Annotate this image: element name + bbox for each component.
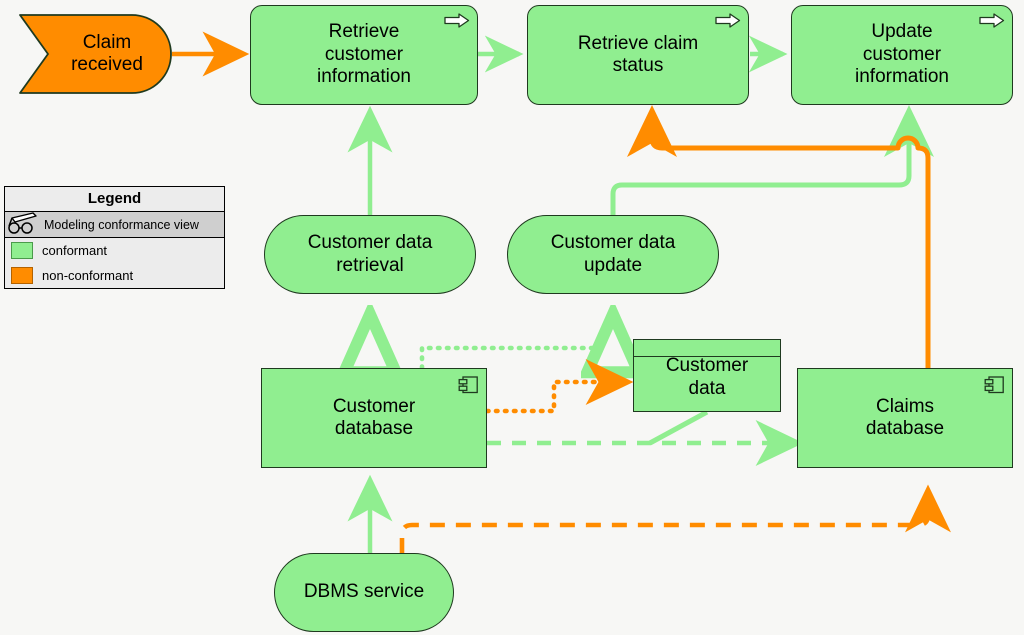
legend-entry-conformant: conformant — [5, 238, 224, 263]
node-retrieve-claim-status[interactable]: Retrieve claim status — [527, 5, 749, 105]
node-claim-received[interactable]: Claim received — [18, 13, 174, 95]
legend-swatch-non-conformant — [11, 267, 33, 284]
node-label: Customer data — [665, 355, 749, 399]
process-arrow-icon — [715, 12, 741, 34]
node-label: Customer database — [332, 395, 416, 439]
data-object-header-bar — [634, 340, 780, 357]
component-icon — [458, 375, 479, 401]
glasses-icon — [7, 212, 39, 237]
edge-customer-database-realizes-customer-data-update — [419, 312, 613, 368]
legend: Legend Modeling conformance view conform… — [4, 186, 225, 289]
node-label: Claims database — [865, 395, 945, 439]
legend-title: Legend — [5, 187, 224, 212]
edge-customer-data-to-flow — [648, 409, 709, 446]
node-claims-database[interactable]: Claims database — [797, 368, 1013, 468]
process-arrow-icon — [979, 12, 1005, 34]
edge-customer-data-update-to-update-customer-information — [610, 105, 934, 215]
legend-label-conformant: conformant — [42, 243, 108, 258]
legend-label-non-conformant: non-conformant — [42, 268, 134, 283]
node-label: Customer data update — [550, 232, 676, 276]
node-dbms-service[interactable]: DBMS service — [274, 553, 454, 632]
node-label: Update customer information — [855, 21, 949, 88]
legend-viewpoint-row: Modeling conformance view — [5, 212, 224, 238]
node-label: DBMS service — [303, 581, 425, 603]
node-customer-data-update[interactable]: Customer data update — [507, 215, 719, 294]
node-update-customer-information[interactable]: Update customer information — [791, 5, 1013, 105]
node-label: Customer data retrieval — [307, 232, 433, 276]
node-label: Claim received — [71, 31, 143, 75]
component-icon — [984, 375, 1005, 401]
legend-swatch-conformant — [11, 242, 33, 259]
edge-dbms-service-to-claims-database — [399, 484, 951, 553]
legend-entry-non-conformant: non-conformant — [5, 263, 224, 288]
node-label: Retrieve claim status — [577, 32, 699, 76]
edge-customer-database-to-customer-data — [484, 359, 634, 414]
claim-received-shape — [19, 14, 172, 94]
node-customer-data[interactable]: Customer data — [633, 339, 781, 412]
node-retrieve-customer-information[interactable]: Retrieve customer information — [250, 5, 478, 105]
process-arrow-icon — [444, 12, 470, 34]
node-label: Retrieve customer information — [317, 21, 411, 88]
node-customer-data-retrieval[interactable]: Customer data retrieval — [264, 215, 476, 294]
legend-viewpoint-label: Modeling conformance view — [44, 217, 199, 232]
node-customer-database[interactable]: Customer database — [261, 368, 487, 468]
